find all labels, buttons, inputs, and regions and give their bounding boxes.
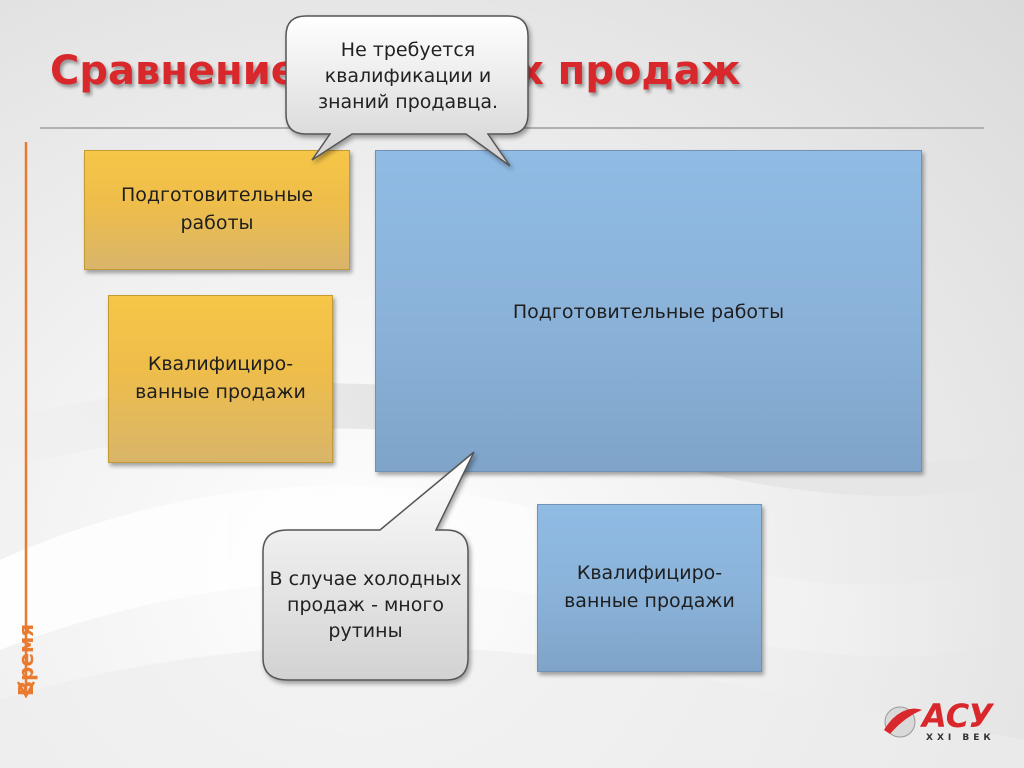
callout-top-text: Не требуется квалификации и знаний прода… [317, 38, 499, 114]
logo-emblem-icon [884, 706, 922, 738]
logo-wordmark: АСУ [922, 697, 993, 735]
box-right-preparatory-work: Подготовительные работы [375, 150, 922, 472]
callout-bottom-text: В случае холодных продаж - много рутины [269, 567, 462, 643]
box-left-qualified-sales: Квалифициро-ванные продажи [108, 295, 333, 463]
box-left-preparatory-work: Подготовительные работы [84, 150, 350, 270]
callout-bottom-bubble [262, 451, 475, 681]
time-axis-arrowhead-icon [16, 681, 36, 699]
logo-subtitle: XXI ВЕК [926, 733, 995, 743]
time-axis-label: Время [14, 623, 38, 697]
box-right-qualified-sales: Квалифициро-ванные продажи [537, 504, 762, 672]
callout-top-bubble [285, 15, 529, 167]
